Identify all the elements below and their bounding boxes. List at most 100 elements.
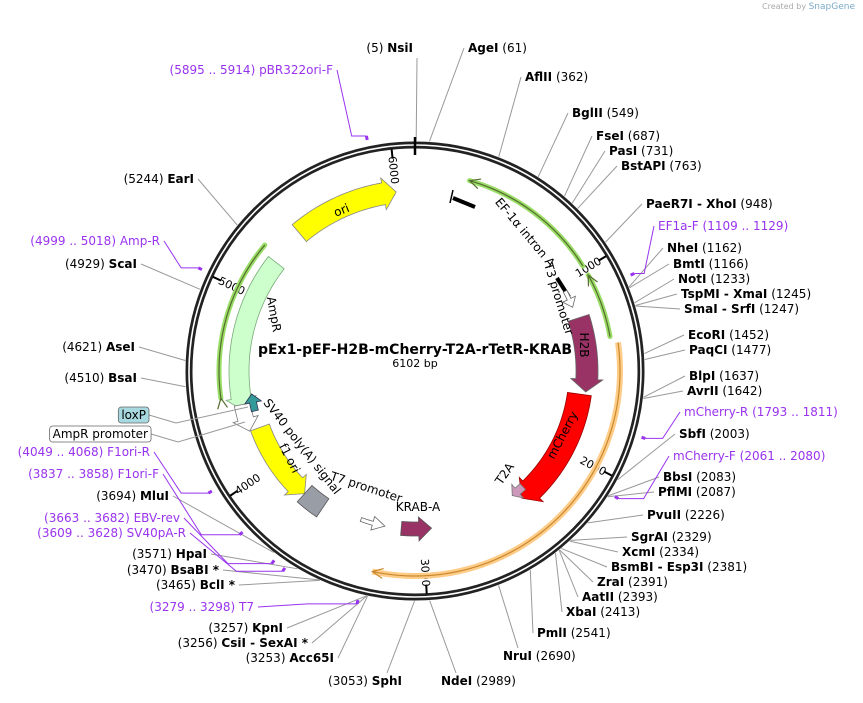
watermark-prefix: Created by [762,2,807,11]
restriction-site-label[interactable]: ZraI (2391) [597,575,668,589]
restriction-site-label[interactable]: AflII (362) [525,70,588,84]
restriction-site-label[interactable]: (3256) CsiI - SexAI * [178,636,309,650]
restriction-site-label[interactable]: (4510) BsaI [64,371,137,385]
site-name: NsiI [387,41,413,55]
restriction-site-label[interactable]: SgrAI (2329) [631,530,712,544]
restriction-site-label[interactable]: AvrII (1642) [687,384,762,398]
restriction-site-label[interactable]: BsmBI - Esp3I (2381) [611,560,747,574]
ampr-promoter-label[interactable]: AmpR promoter [49,421,246,443]
restriction-site-label[interactable]: (5244) EarI [124,172,194,186]
restriction-site-label[interactable]: BbsI (2083) [663,470,736,484]
ef1a-exon-arc-arrowhead [587,273,598,287]
restriction-site-label[interactable]: (4621) AseI [62,340,135,354]
tick-mark [212,275,222,282]
restriction-site-label[interactable]: (5) NsiI [366,41,413,55]
restriction-site-label[interactable]: AgeI (61) [468,41,527,55]
feature-t2a[interactable] [511,483,527,499]
primer-label[interactable]: (3837 .. 3858) F1ori-F [28,467,159,481]
feature-sv40-polya[interactable] [296,484,330,518]
restriction-site-label[interactable]: (3571) HpaI [132,547,207,561]
primer-leader-line [257,603,358,608]
site-name: PflMI [658,485,692,499]
restriction-site-label[interactable]: BglII (549) [572,106,639,120]
site-position: 4510 [69,371,100,385]
site-name: NruI [503,649,532,663]
primer-range: 4999 .. 5018 [35,234,111,248]
restriction-site-label[interactable]: PasI (731) [609,144,673,158]
watermark-brand: SnapGene [808,2,855,12]
primer-label[interactable]: mCherry-F (2061 .. 2080) [673,449,825,463]
restriction-site-label[interactable]: (3694) MluI [96,489,169,503]
feature-t7-promoter[interactable] [359,515,386,531]
primer-label[interactable]: (3279 .. 3298) T7 [150,600,255,614]
restriction-site-label[interactable]: XbaI (2413) [566,605,640,619]
primer-label[interactable]: (4999 .. 5018) Amp-R [30,234,160,248]
site-position-open: ( [666,159,675,173]
site-position-close: ) [511,674,516,688]
site-position: 3053 [333,674,364,688]
site-position-open: ( [692,470,701,484]
primer-label[interactable]: (3609 .. 3628) SV40pA-R [37,526,186,540]
feature-ampr[interactable] [225,255,285,412]
restriction-site-label[interactable]: NruI (2690) [503,649,576,663]
feature-h2b[interactable] [567,313,604,393]
site-leader-line [286,595,367,629]
site-name: CsiI - SexAI * [221,636,308,650]
site-leader-line [529,569,534,634]
restriction-site-label[interactable]: (4929) ScaI [65,257,137,271]
primer-label[interactable]: mCherry-R (1793 .. 1811) [684,405,838,419]
site-position: 763 [674,159,697,173]
restriction-site-label[interactable]: NotI (1233) [678,272,750,286]
site-leader-line [415,57,418,142]
site-name: PaqCI [689,343,727,357]
feature-f1ori[interactable] [250,423,307,496]
site-leader-line [561,547,608,568]
feature-loxp[interactable] [243,393,263,413]
restriction-site-label[interactable]: XcmI (2334) [622,545,699,559]
primer-range-close: ) [99,445,108,459]
restriction-site-label[interactable]: PmlI (2541) [537,626,611,640]
restriction-site-label[interactable]: PaqCI (1477) [689,343,771,357]
feature-ori[interactable] [291,176,397,243]
site-position-close: ) [746,272,751,286]
restriction-site-label[interactable]: NdeI (2989) [441,674,516,688]
primer-label[interactable]: (3663 .. 3682) EBV-rev [44,511,180,525]
site-leader-line [172,495,274,553]
site-position-close: ) [697,159,702,173]
primer-label[interactable]: EF1a-F (1109 .. 1129) [658,219,788,233]
restriction-site-label[interactable]: PflMI (2087) [658,485,736,499]
restriction-site-label[interactable]: NheI (1162) [667,241,742,255]
primer-label[interactable]: (4049 .. 4068) F1ori-R [18,445,150,459]
restriction-site-label[interactable]: TspMI - XmaI (1245) [681,287,811,301]
label-box [117,406,150,424]
site-position-open: ( [567,626,576,640]
restriction-site-label[interactable]: FseI (687) [596,129,660,143]
restriction-site-label[interactable]: AatII (2393) [582,590,658,604]
site-name: AatII [582,590,614,604]
restriction-site-label[interactable]: PaeR7I - XhoI (948) [646,197,773,211]
restriction-site-label[interactable]: SbfI (2003) [679,427,750,441]
restriction-site-label[interactable]: (3253) Acc65I [246,651,334,665]
restriction-site-label[interactable]: BlpI (1637) [689,369,759,383]
primer-leader-line [183,517,272,565]
feature-krab-a[interactable] [400,516,433,542]
restriction-site-label[interactable]: (3257) KpnI [208,621,283,635]
site-name: FseI [596,129,624,143]
restriction-site-label[interactable]: (3470) BsaBI * [127,563,220,577]
restriction-site-label[interactable]: (3053) SphI [328,674,402,688]
site-position-open: ( [596,605,605,619]
feature-t3-promoter[interactable] [561,289,577,308]
primer-label[interactable]: (5895 .. 5914) pBR322ori-F [170,63,334,77]
site-position-open: ( [178,636,183,650]
restriction-site-label[interactable]: (3465) BclI * [156,578,236,592]
restriction-site-label[interactable]: SmaI - SrfI (1247) [684,302,799,316]
restriction-site-label[interactable]: PvuII (2226) [647,508,725,522]
restriction-site-label[interactable]: BmtI (1166) [673,257,749,271]
feature-t2a-label: T2A [492,460,518,488]
site-name: PaeR7I - XhoI [646,197,737,211]
restriction-site-label[interactable]: BstAPI (763) [621,159,702,173]
loxp-label[interactable]: loxP [117,406,249,424]
site-position: 1477 [736,343,767,357]
restriction-site-label[interactable]: EcoRI (1452) [688,328,769,342]
site-position-close: ) [281,651,290,665]
